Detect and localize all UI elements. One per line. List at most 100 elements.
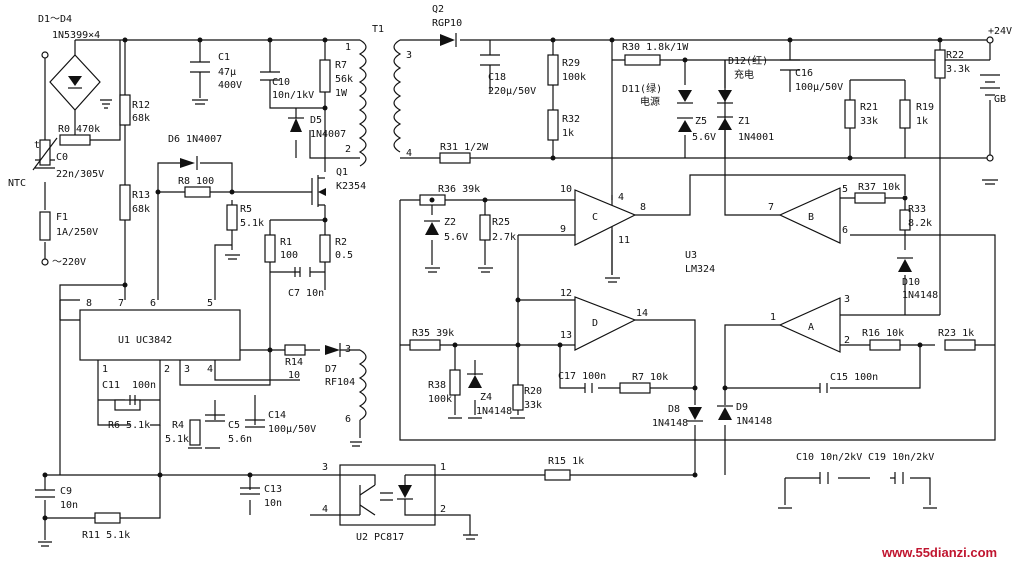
label-r5: R5 xyxy=(240,204,252,215)
label-t6: 6 xyxy=(345,414,351,425)
label-u3: U3 xyxy=(685,250,697,261)
label-c18-val: 220μ/50V xyxy=(488,86,536,97)
label-c0-t: t xyxy=(34,140,40,151)
label-c9-val: 10n xyxy=(60,500,78,511)
label-d12-name: 充电 xyxy=(734,68,754,81)
label-t2p: 2 xyxy=(345,144,351,155)
pin-3: 3 xyxy=(844,294,850,305)
ground-symbols xyxy=(38,99,998,547)
label-t1: T1 xyxy=(372,24,384,35)
label-c10: C10 xyxy=(272,77,290,88)
label-r19-val: 1k xyxy=(916,116,928,127)
label-c10b: C10 10n/2kV xyxy=(796,452,862,463)
pin-10: 10 xyxy=(560,184,572,195)
label-r12: R12 xyxy=(132,100,150,111)
label-r20: R20 xyxy=(524,386,542,397)
label-pin3: 3 xyxy=(184,364,190,375)
label-r7: R7 xyxy=(335,60,347,71)
label-c13: C13 xyxy=(264,484,282,495)
label-u2-p3: 3 xyxy=(322,462,328,473)
resistors xyxy=(39,49,976,524)
label-c7: C7 10n xyxy=(288,288,324,299)
label-r37: R37 10k xyxy=(858,182,900,193)
label-r19: R19 xyxy=(916,102,934,113)
label-c0-val: 22n/305V xyxy=(56,169,104,180)
label-c0: C0 xyxy=(56,152,68,163)
label-z4: Z4 xyxy=(480,392,492,403)
label-q2-part: RGP10 xyxy=(432,18,462,29)
label-pin5: 5 xyxy=(207,298,213,309)
label-u2-p1: 1 xyxy=(440,462,446,473)
label-r11: R11 5.1k xyxy=(82,530,130,541)
label-d10: D10 xyxy=(902,277,920,288)
label-r38-val: 100k xyxy=(428,394,452,405)
label-c16: C16 xyxy=(795,68,813,79)
label-f1-val: 1A/250V xyxy=(56,227,98,238)
label-r29-val: 100k xyxy=(562,72,586,83)
mosfet-q1 xyxy=(311,175,326,207)
diodes xyxy=(180,33,913,422)
label-c5-val: 5.6n xyxy=(228,434,252,445)
label-r25-val: 2.7k xyxy=(492,232,516,243)
label-r16: R16 10k xyxy=(862,328,904,339)
label-t3: 3 xyxy=(406,50,412,61)
label-z5: Z5 xyxy=(695,116,707,127)
label-d7: D7 xyxy=(325,364,337,375)
label-d9: D9 xyxy=(736,402,748,413)
ic-u1-uc3842 xyxy=(59,299,241,380)
label-d7-part: RF104 xyxy=(325,377,355,388)
label-c1-v1: 47μ xyxy=(218,67,236,78)
pin-4: 4 xyxy=(618,192,624,203)
optocoupler-u2 xyxy=(339,464,436,526)
label-f1: F1 xyxy=(56,212,68,223)
label-c16-val: 100μ/50V xyxy=(795,82,843,93)
label-d9-part: 1N4148 xyxy=(736,416,772,427)
label-t1p: 1 xyxy=(345,42,351,53)
label-d8-part: 1N4148 xyxy=(652,418,688,429)
label-opamp-c: C xyxy=(592,212,598,223)
label-u2: U2 PC817 xyxy=(356,532,404,543)
label-pin2: 2 xyxy=(164,364,170,375)
label-r2-val: 0.5 xyxy=(335,250,353,261)
label-r13-val: 68k xyxy=(132,204,150,215)
label-u2-p4: 4 xyxy=(322,504,328,515)
pin-1: 1 xyxy=(770,312,776,323)
battery-gb-and-terminals xyxy=(41,36,1000,266)
label-r15: R15 1k xyxy=(548,456,584,467)
pin-8: 8 xyxy=(640,202,646,213)
bridge-rectifier-d1-d4 xyxy=(49,54,101,111)
label-r20-val: 33k xyxy=(524,400,542,411)
label-c14: C14 xyxy=(268,410,286,421)
label-u3-part: LM324 xyxy=(685,264,715,275)
watermark-text: www.55dianzi.com xyxy=(881,545,997,560)
pin-2: 2 xyxy=(844,335,850,346)
label-r8: R8 100 xyxy=(178,176,214,187)
wires xyxy=(44,39,996,540)
label-u1: U1 UC3842 xyxy=(118,335,172,346)
label-pin1: 1 xyxy=(102,364,108,375)
label-r12-val: 68k xyxy=(132,113,150,124)
pin-9: 9 xyxy=(560,224,566,235)
op-amps-lm324 xyxy=(574,187,841,353)
label-d5: D5 xyxy=(310,115,322,126)
label-gb: GB xyxy=(994,94,1006,105)
label-z2: Z2 xyxy=(444,217,456,228)
label-c5: C5 xyxy=(228,420,240,431)
label-r1: R1 xyxy=(280,237,292,248)
label-d1-d4: D1～D4 xyxy=(38,14,72,25)
label-d5-part: 1N4007 xyxy=(310,129,346,140)
pin-13: 13 xyxy=(560,330,572,341)
label-c10-val: 10n/1kV xyxy=(272,90,314,101)
label-r4-val: 5.1k xyxy=(165,434,189,445)
label-r31: R31 1/2W xyxy=(440,142,489,153)
transformer-t1 xyxy=(358,39,402,438)
label-r32: R32 xyxy=(562,114,580,125)
label-u2-p2: 2 xyxy=(440,504,446,515)
label-pin8: 8 xyxy=(86,298,92,309)
label-r4: R4 xyxy=(172,420,184,431)
label-r23: R23 1k xyxy=(938,328,974,339)
label-d11: D11(绿) xyxy=(622,82,662,95)
label-c13-val: 10n xyxy=(264,498,282,509)
label-opamp-d: D xyxy=(592,318,598,329)
